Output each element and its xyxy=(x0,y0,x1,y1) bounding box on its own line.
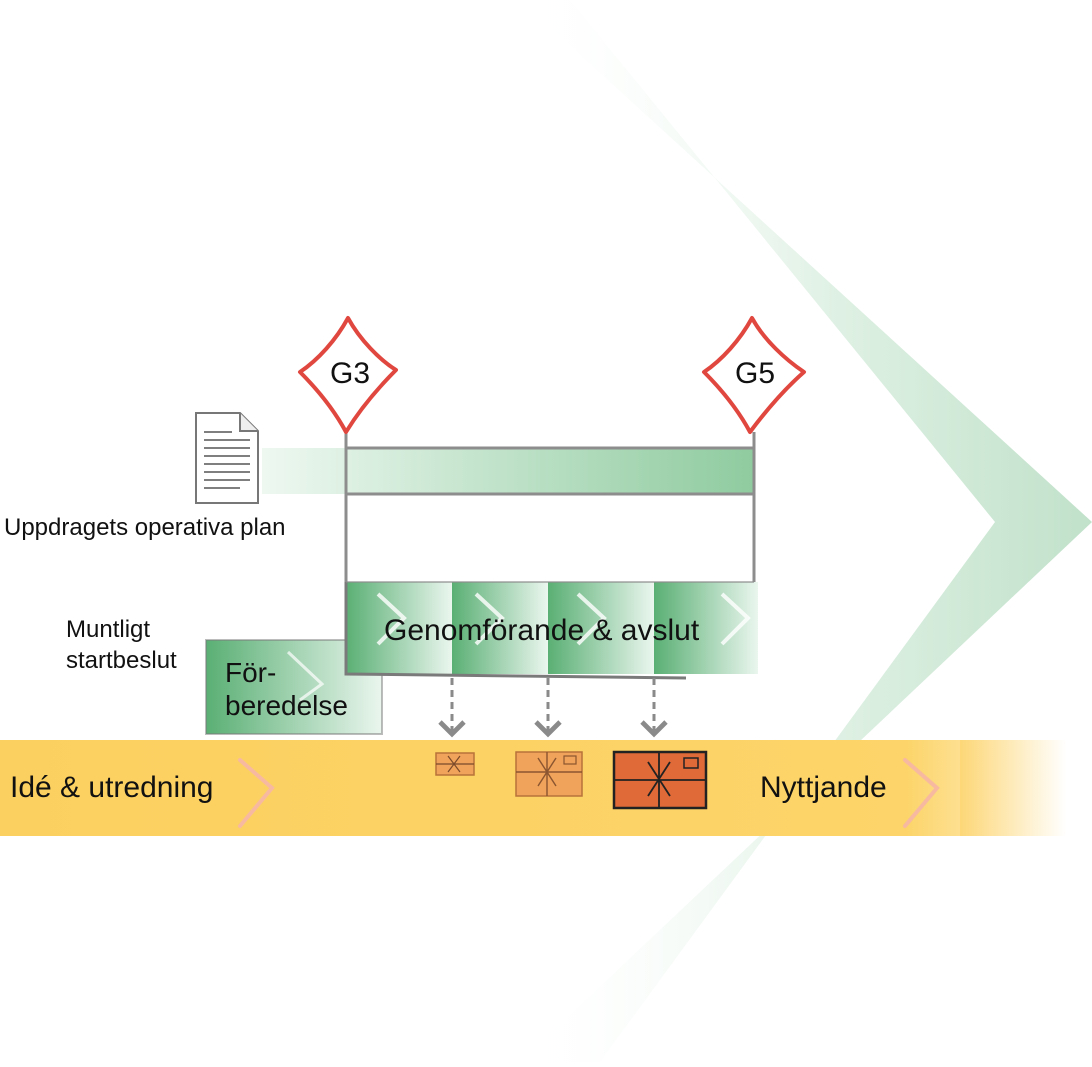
segment-chevron-icon xyxy=(576,592,607,646)
lifecycle-left-label: Idé & utredning xyxy=(10,771,214,804)
gate-g3-diamond xyxy=(298,316,398,434)
segment-chevron-icon xyxy=(376,592,407,646)
execution-segment xyxy=(452,582,548,674)
gate-g5-label: G5 xyxy=(735,357,776,390)
package-medium-icon xyxy=(515,751,583,797)
document-icon xyxy=(195,412,259,504)
execution-label: Genomförande & avslut xyxy=(384,614,700,647)
segment-chevron-icon xyxy=(474,592,505,646)
execution-segment xyxy=(548,582,654,674)
preparation-line-2: beredelse xyxy=(225,690,348,721)
document-label: Uppdragets operativa plan xyxy=(4,514,286,541)
band-chevron-left-icon xyxy=(238,758,275,828)
lifecycle-right-label: Nyttjande xyxy=(760,771,887,804)
preparation-line-1: För- xyxy=(225,657,277,688)
gate-g3-label: G3 xyxy=(330,357,371,390)
execution-segment xyxy=(346,582,452,674)
package-large-icon xyxy=(612,750,708,810)
band-chevron-right-icon xyxy=(903,758,940,828)
start-decision-line-1: Muntligt xyxy=(66,616,151,643)
execution-box xyxy=(344,581,758,680)
start-decision-label: Muntligt startbeslut xyxy=(66,614,177,676)
preparation-label: För- beredelse xyxy=(225,656,348,722)
gate-g5-diamond xyxy=(702,316,806,434)
prep-chevron-icon xyxy=(286,650,325,702)
package-small-icon xyxy=(435,752,475,776)
background-chevron xyxy=(520,0,1092,1062)
start-decision-line-2: startbeslut xyxy=(66,647,177,674)
segment-chevron-icon xyxy=(720,592,751,646)
operative-plan-bar xyxy=(262,446,756,496)
